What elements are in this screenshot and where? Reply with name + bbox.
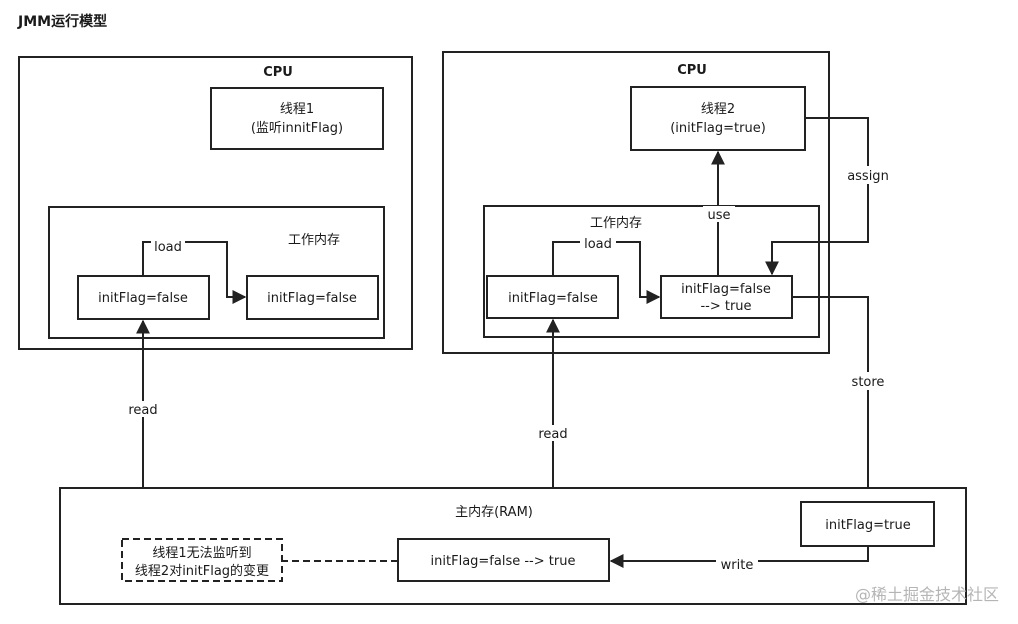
assign-label-bg (844, 166, 892, 184)
main-var-right (800, 501, 935, 547)
cpu1-var-left-text: initFlag=false (98, 291, 188, 306)
cpu2-var-left-text: initFlag=false (508, 291, 598, 306)
read-label-bg-2 (534, 425, 572, 441)
read-label-bg-1 (124, 401, 162, 417)
thread1-name: 线程1 (280, 102, 314, 117)
cpu2-var-right-text-2: --> true (700, 299, 751, 314)
main-memory-label: 主内存(RAM) (455, 504, 533, 520)
thread1-note-line2: 线程2对initFlag的变更 (135, 563, 269, 579)
cpu1-var-right (246, 275, 379, 320)
main-var-right-text: initFlag=true (825, 518, 910, 533)
thread2-name: 线程2 (701, 102, 735, 117)
write-label: write (721, 558, 754, 573)
thread1-note-line1: 线程1无法监听到 (152, 546, 251, 561)
load-label-bg-2 (580, 235, 616, 251)
load-arrow-1 (142, 241, 247, 304)
thread2-box (630, 86, 806, 151)
cpu1-block: CPU 线程1 (监听innitFlag) 工作内存 initFlag=fals… (18, 56, 413, 350)
store-label-bg (847, 372, 889, 390)
write-arrow (609, 546, 869, 568)
diagram-title: JMM运行模型 (17, 13, 107, 30)
main-var-center-text: initFlag=false --> true (431, 554, 576, 569)
cpu2-var-left (486, 275, 619, 319)
assign-arrow (765, 117, 869, 276)
thread2-desc: (initFlag=true) (670, 121, 766, 136)
cpu2-label: CPU (677, 63, 707, 78)
use-label-bg (703, 206, 735, 222)
load-label-2: load (584, 237, 612, 252)
thread1-note-box (121, 538, 283, 582)
thread1-desc: (监听innitFlag) (251, 121, 343, 136)
cpu2-var-right-text-1: initFlag=false (681, 282, 771, 297)
store-label: store (852, 375, 885, 390)
cpu1-work-memory-label: 工作内存 (288, 232, 340, 248)
use-label: use (707, 208, 730, 223)
cpu2-block: CPU 线程2 (initFlag=true) 工作内存 initFlag=fa… (442, 51, 830, 354)
cpu1-label: CPU (263, 65, 293, 80)
load-arrow-2 (552, 241, 661, 304)
cpu2-work-memory-label: 工作内存 (590, 215, 642, 231)
store-arrow (792, 296, 875, 502)
watermark-text: @稀土掘金技术社区 (855, 585, 999, 604)
main-var-center (397, 538, 610, 582)
cpu1-var-right-text: initFlag=false (267, 291, 357, 306)
read-label-2: read (538, 427, 567, 442)
load-label-bg-1 (151, 238, 185, 254)
load-label-1: load (154, 240, 182, 255)
assign-label: assign (847, 169, 889, 184)
write-label-bg (716, 556, 758, 572)
read-label-1: read (128, 403, 157, 418)
thread1-box (210, 87, 384, 150)
main-memory-block: 主内存(RAM) initFlag=true initFlag=false --… (59, 487, 967, 605)
